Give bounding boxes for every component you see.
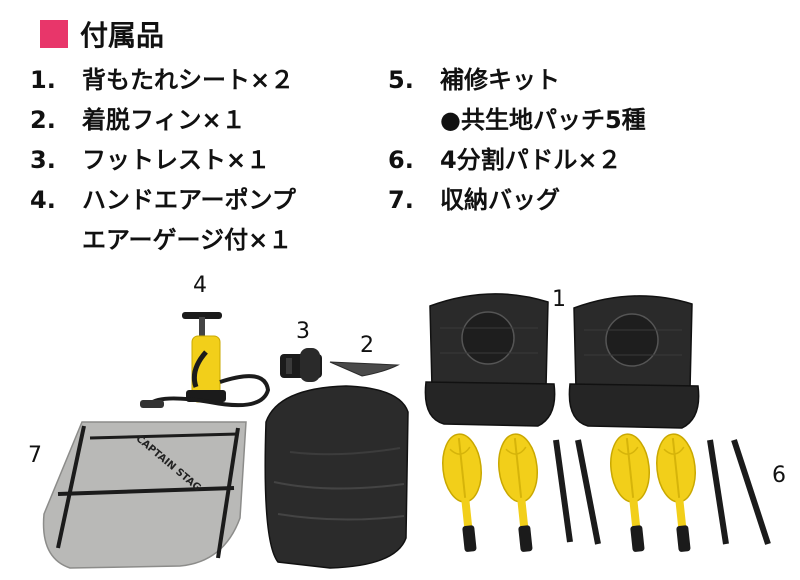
item-number: 5. (388, 66, 414, 94)
list-item: 7. 収納バッグ (388, 180, 646, 220)
list-item: 6. 4分割パドル×２ (388, 140, 646, 180)
item-text: 4分割パドル×２ (440, 146, 622, 174)
item-continuation: ●共生地パッチ5種 (440, 106, 646, 134)
label-6: 6 (772, 463, 786, 488)
item-text: フットレスト×１ (82, 146, 271, 174)
item-text: 補修キット (440, 66, 560, 94)
backrest-seat (424, 293, 556, 427)
list-item: 1. 背もたれシート×２ (30, 60, 296, 100)
item-text: 着脱フィン×１ (82, 106, 246, 134)
item-number: 6. (388, 146, 414, 174)
square-bullet-icon (40, 20, 68, 48)
accessories-photo: 4 3 2 1 7 6 CAPTAIN STAG (28, 273, 786, 569)
accessory-list-right: 5. 補修キット ●共生地パッチ5種 6. 4分割パドル×２ 7. 収納バッグ (388, 60, 646, 220)
paddle-set (438, 431, 771, 555)
accessory-list-left: 1. 背もたれシート×２ 2. 着脱フィン×１ 3. フットレスト×１ 4. ハ… (30, 60, 296, 260)
foot-rest (280, 348, 322, 382)
item-number: 7. (388, 186, 414, 214)
item-text: 収納バッグ (440, 186, 560, 214)
storage-bag: CAPTAIN STAG (42, 421, 247, 569)
folded-kayak (264, 385, 409, 569)
section-title: 付属品 (80, 19, 165, 52)
label-2: 2 (360, 333, 374, 358)
label-1: 1 (552, 287, 566, 312)
label-3: 3 (296, 319, 310, 344)
section-header: 付属品 (40, 14, 164, 54)
backrest-seat (568, 295, 700, 429)
label-4: 4 (193, 273, 207, 298)
label-7: 7 (28, 443, 42, 468)
detachable-fin (329, 361, 400, 377)
item-number: 3. (30, 146, 56, 174)
item-number: 2. (30, 106, 56, 134)
hand-air-pump (140, 312, 271, 408)
item-continuation: エアーゲージ付×１ (82, 226, 293, 254)
list-item: 5. 補修キット (388, 60, 646, 100)
item-text: 背もたれシート×２ (82, 66, 295, 94)
list-item: 4. ハンドエアーポンプ (30, 180, 296, 220)
list-item: 3. フットレスト×１ (30, 140, 296, 180)
item-number: 4. (30, 186, 56, 214)
item-text: ハンドエアーポンプ (82, 186, 296, 214)
item-number: 1. (30, 66, 56, 94)
list-item: 2. 着脱フィン×１ (30, 100, 296, 140)
